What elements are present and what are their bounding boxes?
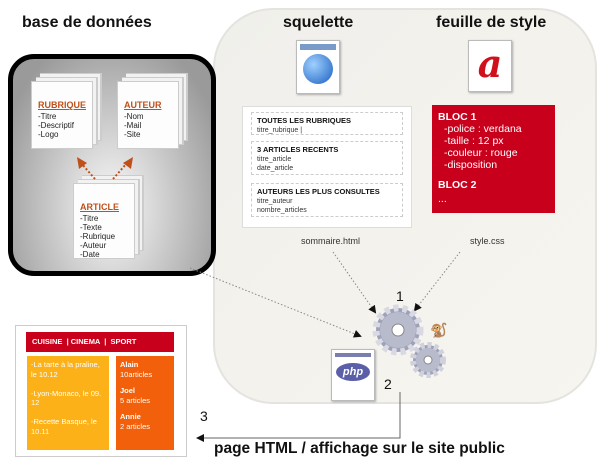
block-line: titre_article	[257, 156, 292, 163]
template-block: AUTEURS LES PLUS CONSULTES titre_auteur …	[251, 183, 403, 217]
template-filename: sommaire.html	[301, 236, 361, 246]
field: -Mail	[124, 121, 142, 130]
gear-icon	[372, 304, 424, 356]
css-line: -taille : 12 px	[444, 135, 504, 147]
template-block: 3 ARTICLES RECENTS titre_article date_ar…	[251, 141, 403, 175]
field: -Site	[124, 130, 141, 139]
block-title: AUTEURS LES PLUS CONSULTES	[257, 187, 380, 196]
step-3: 3	[200, 408, 208, 424]
field: -Date	[80, 250, 100, 259]
css-line: ...	[438, 193, 447, 205]
html-output-preview: CUISINE | CINEMA | SPORT -La tarte à la …	[15, 325, 187, 457]
css-filename: style.css	[470, 236, 505, 246]
rubrique-table: RUBRIQUE -Titre -Descriptif -Logo	[31, 81, 93, 149]
skeleton-title: squelette	[283, 14, 354, 31]
rubrique-title: RUBRIQUE	[38, 100, 87, 110]
css-icon-letter: a	[477, 41, 503, 86]
html-file-icon	[296, 40, 340, 94]
article-item: -Recette Basque, le 10.11	[31, 417, 97, 436]
css-line: BLOC 2	[438, 179, 477, 191]
article-item: -La tarte à la praline, le 10.12	[31, 360, 100, 379]
field: -Nom	[124, 112, 144, 121]
author-count: 5 articles	[120, 395, 151, 405]
author-name: Annie	[120, 412, 141, 421]
field: -Descriptif	[38, 121, 75, 130]
stylesheet-title: feuille de style	[436, 14, 547, 31]
block-title: TOUTES LES RUBRIQUES	[257, 116, 352, 125]
step-1: 1	[396, 288, 404, 304]
php-file-icon: php	[331, 349, 375, 401]
field: -Rubrique	[80, 232, 116, 241]
template-block: TOUTES LES RUBRIQUES titre_rubrique |	[251, 112, 403, 135]
block-title: 3 ARTICLES RECENTS	[257, 145, 339, 154]
block-line: date_article	[257, 165, 294, 172]
field: -Texte	[80, 223, 102, 232]
field: -Logo	[38, 130, 59, 139]
article-item: -Lyon-Monaco, le 09. 12	[31, 388, 102, 408]
field: -Auteur	[80, 241, 107, 250]
auteur-table: AUTEUR -Nom -Mail -Site	[117, 81, 179, 149]
author-name: Joel	[120, 386, 136, 395]
author-count: 10articles	[120, 369, 153, 379]
auteur-title: AUTEUR	[124, 100, 162, 110]
css-file-icon: a	[468, 40, 512, 92]
field: -Titre	[38, 112, 57, 121]
css-line: -couleur : rouge	[444, 147, 518, 159]
output-caption: page HTML / affichage sur le site public	[214, 440, 505, 457]
css-line: -disposition	[444, 159, 498, 171]
block-line: titre_auteur	[257, 198, 293, 205]
nav-bar: CUISINE | CINEMA | SPORT	[26, 332, 174, 352]
article-title: ARTICLE	[80, 202, 119, 212]
field: -Titre	[80, 214, 99, 223]
mascot-icon: 🐒	[430, 322, 448, 338]
article-table: ARTICLE -Titre -Texte -Rubrique -Auteur …	[73, 183, 135, 259]
gear-icon	[410, 342, 446, 378]
authors-column: Alain 10articles Joel 5 articles Annie 2…	[116, 356, 174, 450]
step-2: 2	[384, 376, 392, 392]
css-line: -police : verdana	[444, 123, 522, 135]
block-line: titre_rubrique |	[257, 127, 303, 134]
articles-column: -La tarte à la praline, le 10.12 -Lyon-M…	[27, 356, 109, 450]
block-line: nombre_articles	[257, 207, 307, 214]
css-box: BLOC 1 -police : verdana -taille : 12 px…	[432, 105, 555, 213]
db-title: base de données	[22, 14, 152, 31]
database-panel: RUBRIQUE -Titre -Descriptif -Logo AUTEUR…	[8, 54, 216, 276]
php-label: php	[336, 363, 370, 381]
template-box: TOUTES LES RUBRIQUES titre_rubrique | 3 …	[242, 106, 412, 228]
relation-arrows	[77, 157, 133, 180]
css-line: BLOC 1	[438, 111, 477, 123]
author-count: 2 articles	[120, 421, 151, 431]
author-name: Alain	[120, 360, 139, 369]
